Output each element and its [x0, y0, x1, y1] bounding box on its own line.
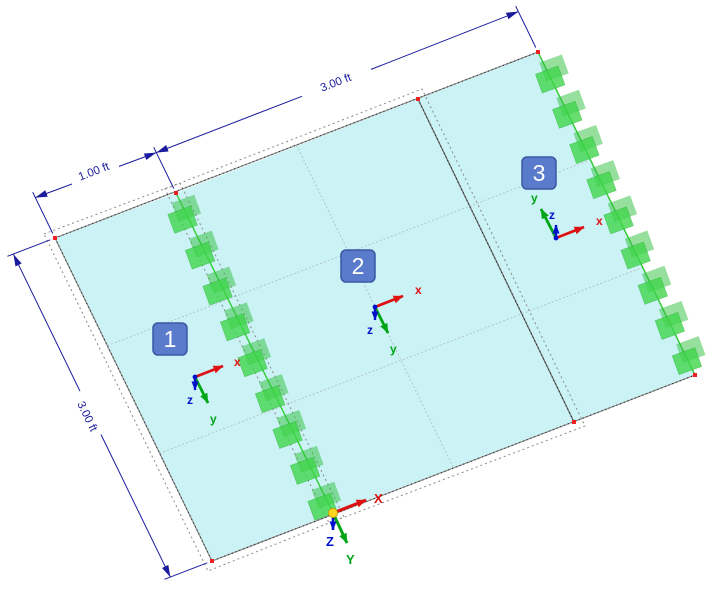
dimension-line — [370, 11, 519, 70]
axis-z-label: z — [187, 393, 193, 407]
axis-z-label: z — [367, 323, 373, 337]
origin-node[interactable] — [327, 507, 338, 518]
axis-y-label: y — [210, 412, 217, 426]
selection-box-surface-1 — [43, 182, 345, 572]
axis-x-label: x — [415, 283, 422, 297]
node-marker[interactable] — [693, 373, 697, 377]
axis-origin-dot — [192, 374, 198, 380]
global-axis-z-label: Z — [326, 534, 334, 549]
axis-z-label: z — [549, 208, 555, 222]
surface-label-3[interactable]: 3 — [521, 156, 557, 190]
surface-label-2[interactable]: 2 — [340, 249, 376, 283]
dimension-line — [156, 95, 303, 154]
global-axes-icon: X Y Z — [326, 491, 383, 567]
global-axis-y-label: Y — [346, 552, 355, 567]
dimension-label[interactable]: 3.00 ft — [319, 72, 354, 95]
axis-x-label: x — [596, 214, 603, 228]
dimension-label[interactable]: 1.00 ft — [77, 161, 112, 184]
surface-2-axes-icon: x y z — [367, 283, 422, 356]
dimensions — [7, 5, 537, 580]
node-marker[interactable] — [210, 559, 214, 563]
node-marker[interactable] — [536, 50, 540, 54]
dimension-line — [100, 434, 171, 578]
axis-origin-dot — [553, 235, 559, 241]
surface-label-1[interactable]: 1 — [152, 322, 188, 356]
surface-label-text: 1 — [164, 326, 177, 352]
dimension-extension-line — [515, 5, 537, 48]
dimension-left[interactable] — [12, 253, 171, 578]
axis-y-label: y — [390, 342, 397, 356]
surface-1-axes-icon: x y z — [187, 355, 241, 426]
dimension-extension-line — [153, 146, 175, 189]
surface-labels: 1 2 3 — [152, 156, 557, 356]
node-marker[interactable] — [416, 97, 420, 101]
line-support-right-edge[interactable] — [531, 51, 710, 376]
surface-label-text: 2 — [352, 253, 365, 279]
dimension-extension-line — [32, 191, 54, 234]
dimension-top-1[interactable] — [35, 152, 157, 199]
selection-box-surface-2 — [164, 88, 586, 524]
dimension-extension-line — [7, 239, 51, 257]
dimension-line — [118, 152, 157, 167]
axis-y-label: y — [531, 191, 538, 205]
node-marker[interactable] — [53, 236, 57, 240]
node-marker[interactable] — [174, 191, 178, 195]
dimension-line — [35, 183, 73, 199]
dimension-top-2[interactable] — [156, 11, 519, 154]
axis-x-label: x — [234, 355, 241, 369]
surface-3-axes-icon: x y z — [531, 191, 603, 241]
dimension-line — [12, 253, 81, 392]
node-marker[interactable] — [572, 420, 576, 424]
dimension-extension-line — [164, 562, 208, 580]
dimension-label[interactable]: 3.00 ft — [74, 400, 99, 435]
surface-label-text: 3 — [533, 160, 546, 186]
surface-boundary-line[interactable] — [417, 98, 575, 423]
axis-origin-dot — [372, 304, 378, 310]
global-axis-x-label: X — [374, 491, 383, 506]
line-support-1[interactable] — [164, 192, 345, 521]
selection-boxes — [43, 88, 586, 572]
